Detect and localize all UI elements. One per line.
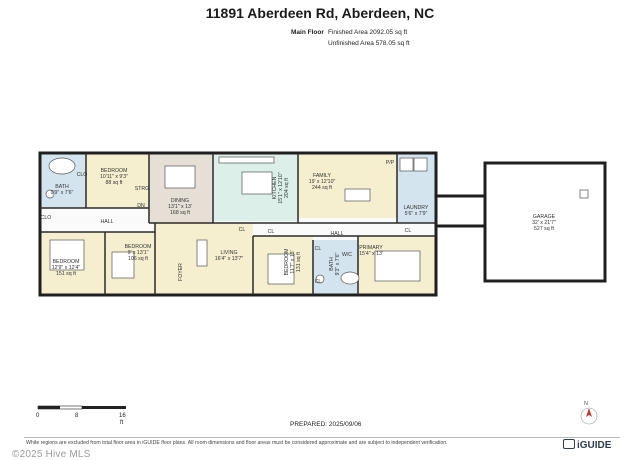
hall-right-label: HALL (331, 231, 344, 237)
bedroom-right-dims: 11'7" x 13' (290, 250, 296, 273)
family-name: FAMILY (313, 173, 332, 179)
pp-label: P/P (386, 160, 395, 166)
bedroom-top-name: BEDROOM (101, 168, 128, 174)
bedroom-left-dims: 12'9" x 12'4" (52, 265, 81, 271)
garage-name: GARAGE (533, 214, 556, 220)
bedroom-top-dims: 10'11" x 9'3" (100, 174, 128, 180)
finished-area: Finished Area 2092.05 sq ft (328, 29, 408, 36)
bedroom-top-room (86, 153, 149, 208)
family-room (298, 153, 397, 218)
cl5-label: CL (405, 228, 412, 234)
bath2-room (313, 240, 358, 295)
prepared-date: PREPARED: 2025/09/06 (290, 421, 362, 428)
cl1-label: CL (239, 227, 246, 233)
kitchen-name: KITCHEN (272, 176, 278, 199)
strg-label: STRG (135, 186, 149, 192)
garage-room (490, 165, 605, 281)
disclaimer-text: White regions are excluded from total fl… (26, 440, 448, 446)
family-area: 244 sq ft (312, 185, 332, 191)
iguide-wordmark: iGUIDE (577, 440, 612, 451)
bedroom-mid-dims: 9' x 13'1" (128, 250, 149, 256)
scale-unit: ft (120, 420, 124, 426)
clo-left-label: CLO (41, 215, 52, 221)
living-name: LIVING (220, 250, 237, 256)
bedroom-right-area: 131 sq ft (296, 251, 302, 271)
dining-area: 168 sq ft (170, 210, 190, 216)
primary-dims: 15'4" x 13' (359, 251, 383, 257)
scale-label-0: 0 (36, 413, 40, 419)
unfinished-area: Unfinished Area 578.05 sq ft (328, 40, 410, 47)
bath1-name: BATH (55, 184, 69, 190)
laundry-dims: 5'6" x 7'9" (405, 211, 428, 217)
primary-name: PRIMARY (359, 245, 383, 251)
scale-label-8: 8 (75, 413, 79, 419)
bedroom-right-name: BEDROOM (284, 249, 290, 276)
dining-dims: 13'1" x 13' (168, 204, 192, 210)
bath2-dims: 9'3" x 7'6" (335, 253, 341, 276)
compass-label: N (584, 401, 588, 407)
dining-name: DINING (171, 198, 189, 204)
interior-walls (40, 153, 436, 295)
scale-bar (37, 405, 126, 410)
bath1-dims: 9'9" x 7'6" (51, 190, 74, 196)
hall-left-label: HALL (101, 219, 114, 225)
bedroom-left-name: BEDROOM (53, 259, 80, 265)
scale-label-16: 16 (119, 413, 126, 419)
bedroom-left-area: 151 sq ft (56, 271, 76, 277)
garage-dims: 32' x 21'7" (532, 220, 556, 226)
garage-area: 527 sq ft (534, 226, 554, 232)
bedroom-top-area: 88 sq ft (105, 180, 123, 186)
bedroom-mid-area: 106 sq ft (128, 256, 148, 262)
exterior-wall (38, 151, 438, 297)
floor-label: Main Floor (291, 29, 324, 36)
cl4-label: CL (315, 279, 322, 285)
wc-label: W/C (342, 252, 352, 258)
iguide-logo: iGUIDE (563, 439, 611, 451)
mls-watermark: ©2025 Hive MLS (12, 449, 91, 460)
kitchen-area: 204 sq ft (284, 177, 290, 197)
dn-label: DN (137, 203, 145, 209)
family-dims: 19' x 12'10" (309, 179, 336, 185)
kitchen-dims: 15'1" x 12'10" (278, 172, 284, 203)
footer-divider (24, 437, 620, 438)
bedroom-mid-name: BEDROOM (125, 244, 152, 250)
garage-wall (483, 161, 607, 283)
laundry-name: LAUNDRY (404, 205, 429, 211)
living-dims: 16'4" x 13'7" (215, 256, 244, 262)
compass-icon (580, 407, 598, 425)
iguide-mark-icon (563, 439, 575, 449)
foyer-label: FOYER (178, 263, 184, 281)
clo-top-label: CLO (77, 172, 88, 178)
bath2-name: BATH (329, 257, 335, 271)
fixtures (45, 156, 589, 285)
cl3-label: CL (315, 246, 322, 252)
cl2-label: CL (268, 229, 275, 235)
plan-title: 11891 Aberdeen Rd, Aberdeen, NC (205, 5, 435, 21)
